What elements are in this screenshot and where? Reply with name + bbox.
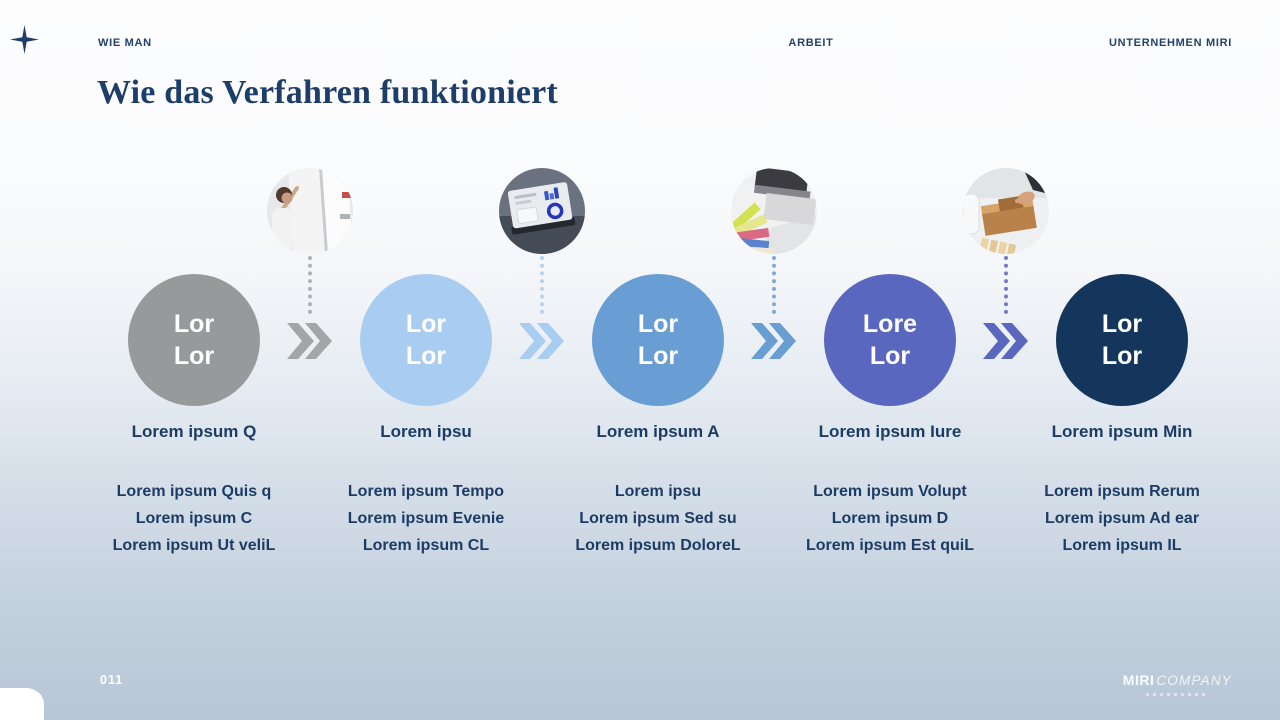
dotted-connector-line (772, 256, 776, 314)
double-chevron-arrow-icon (983, 323, 1028, 359)
process-step-2: Lor Lor Lorem ipsu Lorem ipsum Tempo Lor… (316, 274, 536, 559)
description-line: Lorem ipsum Est quiL (805, 537, 974, 554)
circle-text-line: Lor (1101, 342, 1143, 370)
circle-text-line: Lor (405, 342, 447, 370)
circle-text-line: Lor (405, 310, 447, 338)
logo-primary-text: MIRI (1122, 672, 1155, 688)
circle-text-line: Lor (637, 310, 679, 338)
process-step-4: Lore Lor Lorem ipsum Iure Lorem ipsum Vo… (780, 274, 1000, 559)
step-label: Lorem ipsum Q (131, 422, 257, 441)
step-label: Lorem ipsum Iure (818, 422, 962, 441)
description-line: Lorem ipsum Ad ear (1044, 510, 1200, 527)
description-line: Lorem ipsum Rerum (1044, 483, 1200, 500)
dotted-connector-line (1004, 256, 1008, 314)
connector-2 (499, 168, 585, 368)
circle-text-line: Lore (862, 310, 918, 338)
circle-text-line: Lor (1101, 310, 1143, 338)
dotted-connector-line (308, 256, 312, 314)
header-section-right: UNTERNEHMEN MIRI (1108, 37, 1232, 49)
connector-3 (731, 168, 817, 368)
step-label: Lorem ipsum A (596, 422, 720, 441)
description-line: Lorem ipsum Ut veliL (112, 537, 276, 554)
circle-text-line: Lor (869, 342, 911, 370)
description-line: Lorem ipsum Volupt (813, 483, 967, 500)
step-circle: Lor Lor (1056, 274, 1188, 406)
description-line: Lorem ipsum CL (362, 537, 490, 554)
description-line: Lorem ipsum IL (1062, 537, 1182, 554)
description-line: Lorem ipsum C (135, 510, 253, 527)
description-line: Lorem ipsum Tempo (347, 483, 505, 500)
process-step-5: Lor Lor Lorem ipsum Min Lorem ipsum Reru… (1012, 274, 1232, 559)
step-label: Lorem ipsum Min (1051, 422, 1193, 441)
connector-1 (267, 168, 353, 368)
step-description: Lorem ipsum Volupt Lorem ipsum D Lorem i… (806, 478, 974, 559)
header-section-left: WIE MAN (98, 37, 152, 49)
step-circle: Lor Lor (360, 274, 492, 406)
step-description: Lorem ipsum Quis q Lorem ipsum C Lorem i… (113, 478, 276, 559)
logo-secondary-text: COMPANY (1156, 673, 1232, 688)
header-section-center: ARBEIT (788, 37, 834, 49)
circle-text-line: Lor (173, 342, 215, 370)
double-chevron-arrow-icon (287, 323, 332, 359)
process-step-3: Lor Lor Lorem ipsum A Lorem ipsu Lorem i… (548, 274, 768, 559)
description-line: Lorem ipsum DoloreL (575, 537, 741, 554)
step-description: Lorem ipsu Lorem ipsum Sed su Lorem ipsu… (575, 478, 740, 559)
page-number: 011 (100, 673, 124, 687)
connector-4 (963, 168, 1049, 368)
step-label: Lorem ipsu (380, 422, 472, 441)
circle-text-line: Lor (173, 310, 215, 338)
description-line: Lorem ipsum D (831, 510, 949, 527)
printer-color-swatches-photo (731, 168, 817, 254)
circle-text-line: Lor (637, 342, 679, 370)
step-circle: Lor Lor (592, 274, 724, 406)
step-circle: Lor Lor (128, 274, 260, 406)
description-line: Lorem ipsum Evenie (347, 510, 505, 527)
presenter-at-whiteboard-photo (267, 168, 353, 254)
sparkle-icon (10, 25, 39, 54)
description-line: Lorem ipsu (614, 483, 702, 500)
step-circle: Lore Lor (824, 274, 956, 406)
corner-notch-decoration (0, 688, 44, 720)
step-description: Lorem ipsum Tempo Lorem ipsum Evenie Lor… (348, 478, 505, 559)
page-title: Wie das Verfahren funktioniert (97, 74, 558, 111)
double-chevron-arrow-icon (751, 323, 796, 359)
double-chevron-arrow-icon (519, 323, 564, 359)
logo-subline-decoration (1146, 693, 1209, 696)
dotted-connector-line (540, 256, 544, 314)
step-description: Lorem ipsum Rerum Lorem ipsum Ad ear Lor… (1044, 478, 1200, 559)
description-line: Lorem ipsum Sed su (579, 510, 737, 527)
tablet-with-charts-photo (499, 168, 585, 254)
description-line: Lorem ipsum Quis q (116, 483, 272, 500)
process-step-1: Lor Lor Lorem ipsum Q Lorem ipsum Quis q… (84, 274, 304, 559)
hand-with-wood-samples-photo (963, 168, 1049, 254)
